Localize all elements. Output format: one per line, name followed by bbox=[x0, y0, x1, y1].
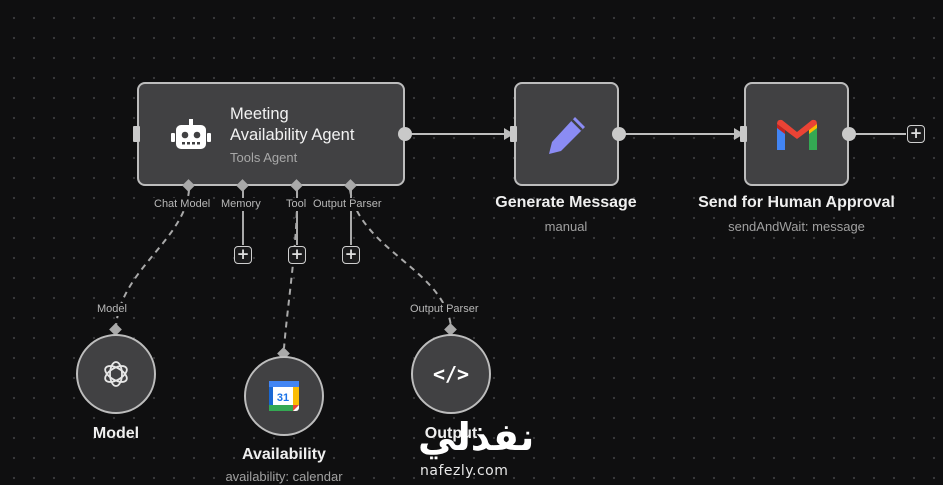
add-tool-button[interactable]: + bbox=[288, 246, 306, 264]
send-input-handle[interactable] bbox=[740, 126, 747, 142]
generate-message-node[interactable] bbox=[514, 82, 619, 186]
add-next-node-button[interactable]: + bbox=[907, 125, 925, 143]
generate-output-handle[interactable] bbox=[612, 127, 626, 141]
model-port-label: Model bbox=[96, 303, 128, 316]
code-icon: </> bbox=[432, 362, 470, 386]
robot-icon bbox=[171, 119, 211, 149]
agent-input-handle[interactable] bbox=[133, 126, 140, 142]
send-for-approval-title: Send for Human Approval bbox=[698, 194, 895, 211]
agent-subtitle: Tools Agent bbox=[230, 150, 298, 165]
output-parser-label: Output Parser bbox=[409, 303, 480, 316]
availability-node[interactable]: 31 bbox=[244, 356, 324, 436]
gmail-icon bbox=[777, 119, 817, 150]
pencil-icon bbox=[549, 117, 585, 154]
availability-subtitle: availability: calendar bbox=[225, 469, 343, 484]
google-calendar-icon: 31 bbox=[269, 381, 299, 411]
calendar-day-text: 31 bbox=[277, 392, 289, 404]
watermark-arabic: نفذلي bbox=[418, 415, 535, 459]
agent-output-handle[interactable] bbox=[398, 127, 412, 141]
memory-port-label: Memory bbox=[220, 198, 262, 211]
generate-message-title: Generate Message bbox=[495, 194, 637, 211]
send-for-approval-node[interactable] bbox=[744, 82, 849, 186]
add-output-parser-button[interactable]: + bbox=[342, 246, 360, 264]
availability-title: Availability bbox=[242, 446, 326, 463]
openai-icon bbox=[104, 361, 128, 387]
watermark-latin: nafezly.com bbox=[420, 463, 509, 479]
generate-message-subtitle: manual bbox=[544, 219, 588, 234]
send-output-handle[interactable] bbox=[842, 127, 856, 141]
send-for-approval-subtitle: sendAndWait: message bbox=[728, 219, 865, 234]
chat-model-port-label: Chat Model bbox=[153, 198, 212, 211]
output-parser-port-label: Output Parser bbox=[312, 198, 383, 211]
add-memory-button[interactable]: + bbox=[234, 246, 252, 264]
agent-title: Meeting Availability Agent bbox=[230, 105, 355, 144]
model-title: Model bbox=[92, 425, 140, 442]
tool-port-label: Tool bbox=[285, 198, 308, 211]
output-parser-title: Output bbox=[424, 425, 478, 442]
model-node[interactable] bbox=[76, 334, 156, 414]
agent-node[interactable]: Meeting Availability Agent Tools Agent bbox=[137, 82, 405, 186]
output-parser-node[interactable]: </> bbox=[411, 334, 491, 414]
generate-input-handle[interactable] bbox=[510, 126, 517, 142]
